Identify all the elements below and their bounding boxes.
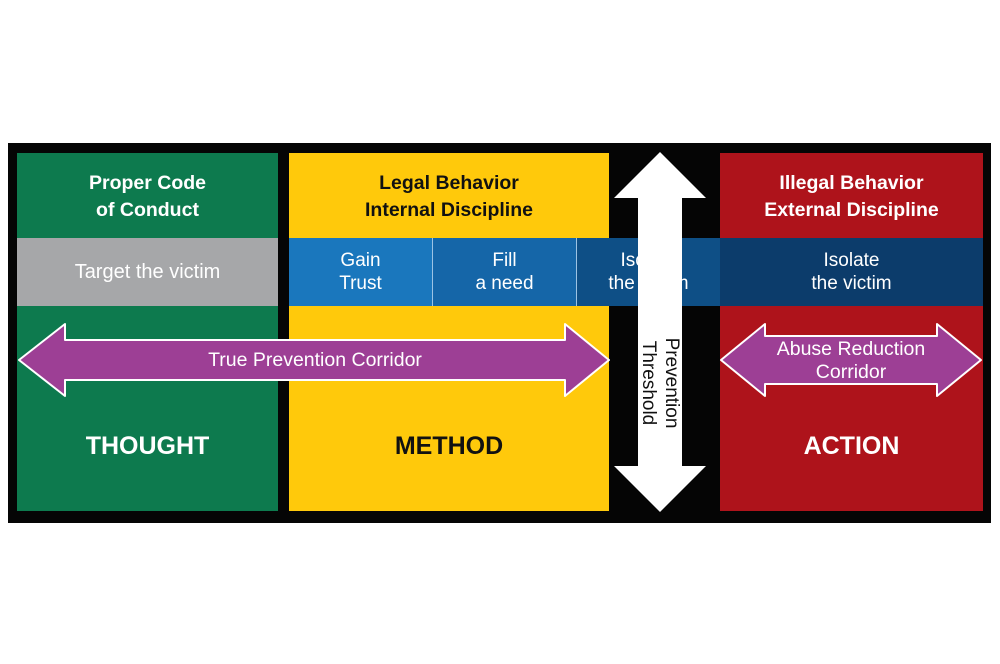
thought-heading-line-1: Proper Code <box>88 172 207 194</box>
step-gain-line-1: Gain <box>340 250 381 271</box>
step-target-the-victim: Target the victim <box>17 238 278 306</box>
step-isolate-action-line-2: the victim <box>811 273 892 294</box>
true-prevention-corridor-arrow <box>18 323 610 397</box>
threshold-arrow <box>614 152 706 512</box>
action-heading-line-2: External Discipline <box>764 199 939 221</box>
method-panel <box>289 153 609 511</box>
abuse-reduction-corridor-arrow <box>720 323 982 397</box>
threshold-line-2: Threshold <box>638 340 659 426</box>
thought-heading-line-2: of Conduct <box>96 199 199 221</box>
step-fill-line-2: a need <box>475 273 534 294</box>
action-heading-line-1: Illegal Behavior <box>779 172 924 194</box>
prevention-threshold-text: Prevention Threshold <box>637 328 683 438</box>
step-fill-a-need: Fill a need <box>433 238 577 306</box>
method-heading-line-1: Legal Behavior <box>379 172 519 194</box>
action-heading: Illegal Behavior External Discipline <box>720 170 983 224</box>
step-isolate-action: Isolate the victim <box>720 238 983 306</box>
threshold-line-1: Prevention <box>661 337 682 429</box>
thought-label: THOUGHT <box>85 432 210 460</box>
abuse-reduction-line-2: Corridor <box>815 361 887 383</box>
step-isolate-action-line-1: Isolate <box>823 250 880 271</box>
step-gain-line-2: Trust <box>339 273 382 294</box>
step-fill-line-1: Fill <box>492 250 517 271</box>
method-heading-line-2: Internal Discipline <box>365 199 533 221</box>
abuse-reduction-corridor-label: Abuse Reduction Corridor <box>765 338 937 384</box>
step-target-label: Target the victim <box>74 260 221 283</box>
method-label: METHOD <box>394 432 504 460</box>
abuse-reduction-line-1: Abuse Reduction <box>776 338 926 360</box>
true-prevention-corridor-label: True Prevention Corridor <box>208 349 422 371</box>
step-gain-trust: Gain Trust <box>289 238 433 306</box>
thought-heading: Proper Code of Conduct <box>17 170 278 224</box>
method-heading: Legal Behavior Internal Discipline <box>289 170 609 224</box>
action-label: ACTION <box>803 432 900 460</box>
